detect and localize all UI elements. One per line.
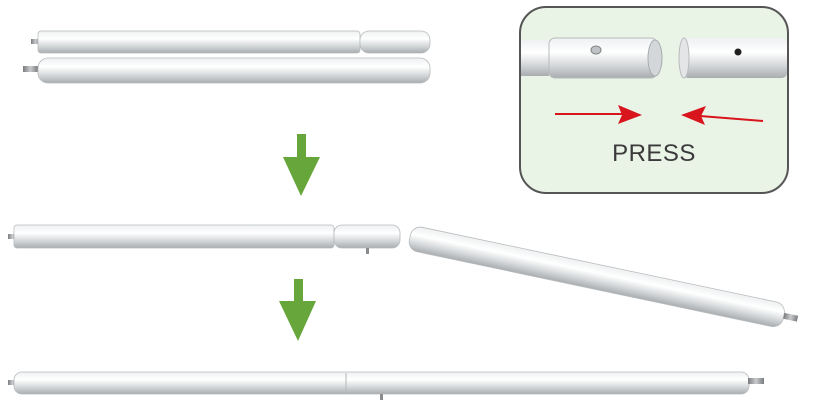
inset-pole-right [683,38,787,78]
inset-press-button [590,45,602,55]
pole-segment-tilted [408,226,799,328]
thread-tip-bottom [23,66,38,72]
thread-tip-left-assembled [8,380,17,385]
step-arrow-1 [283,134,320,196]
press-button-pin-assembled [380,394,383,400]
folded-pole [23,30,431,84]
pole-assembled [13,371,750,395]
inset-pole-right-end [678,37,690,79]
thread-tip-left [8,234,17,239]
press-label: PRESS [612,140,696,167]
assembled-pole [8,371,764,400]
pole-segment-bottom [37,57,431,84]
pole-segment-left [13,224,335,249]
pole-segment-top [37,30,361,54]
press-button-pin [366,248,369,254]
step-arrow-2 [279,279,316,341]
inset-pole-left [521,40,549,76]
thread-tip-top [31,39,40,44]
inset-pole-sleeve [548,37,658,79]
inset-button-hole [734,48,742,56]
red-arrow-left-icon [681,106,764,125]
inset-sleeve-opening [647,39,663,77]
unfolding-pole [8,224,799,328]
pole-sleeve-left [333,224,401,249]
thread-tip-right-assembled [748,378,764,384]
press-inset [519,6,789,194]
pole-sleeve-top [359,30,431,54]
red-arrow-right-icon [555,105,642,124]
